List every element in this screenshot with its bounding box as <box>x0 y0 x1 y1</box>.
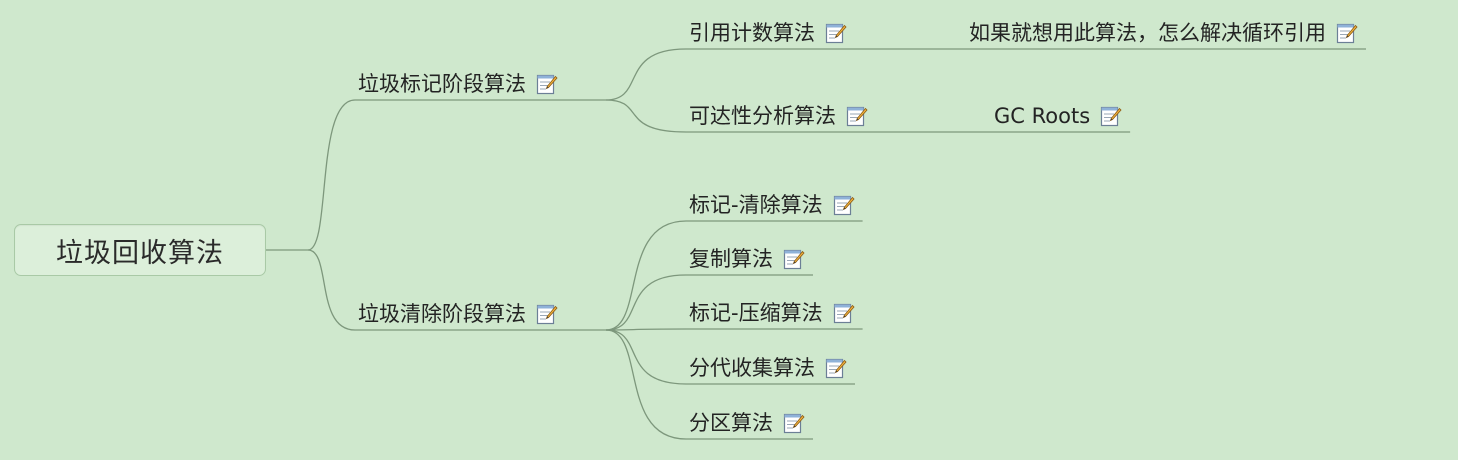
subtopic-reachability-analysis[interactable]: 可达性分析算法 <box>689 101 868 131</box>
note-pencil-icon[interactable] <box>1100 105 1122 127</box>
note-pencil-icon[interactable] <box>1336 22 1358 44</box>
subtopic-gc-roots[interactable]: GC Roots <box>994 101 1122 131</box>
subtopic-label: 可达性分析算法 <box>689 104 836 128</box>
topic-marking-phase[interactable]: 垃圾标记阶段算法 <box>358 69 558 99</box>
root-node-gc-algorithms[interactable]: 垃圾回收算法 <box>14 224 266 276</box>
subtopic-label: 如果就想用此算法，怎么解决循环引用 <box>969 21 1326 45</box>
subtopic-label: 复制算法 <box>689 247 773 271</box>
subtopic-label: 标记-压缩算法 <box>689 301 823 325</box>
subtopic-label: 标记-清除算法 <box>689 193 823 217</box>
root-node-label: 垃圾回收算法 <box>56 237 224 269</box>
connector-sweeping-child-2 <box>605 328 687 331</box>
note-pencil-icon[interactable] <box>825 357 847 379</box>
subtopic-mark-sweep[interactable]: 标记-清除算法 <box>689 190 855 220</box>
subtopic-region[interactable]: 分区算法 <box>689 408 805 438</box>
connector-root-marking <box>307 99 356 251</box>
subtopic-label: 分代收集算法 <box>689 356 815 380</box>
subtopic-label: GC Roots <box>994 104 1091 128</box>
topic-sweeping-phase[interactable]: 垃圾清除阶段算法 <box>358 299 558 329</box>
subtopic-reference-counting[interactable]: 引用计数算法 <box>689 18 847 48</box>
connector-sweeping-child-1 <box>605 274 687 331</box>
connector-sweeping-child-0 <box>605 220 687 331</box>
topic-label: 垃圾标记阶段算法 <box>358 72 526 96</box>
subtopic-mark-compact[interactable]: 标记-压缩算法 <box>689 298 855 328</box>
note-pencil-icon[interactable] <box>825 22 847 44</box>
connector-marking-refcount <box>605 48 687 101</box>
subtopic-generational[interactable]: 分代收集算法 <box>689 353 847 383</box>
connector-sweeping-child-3 <box>605 329 687 385</box>
note-pencil-icon[interactable] <box>783 412 805 434</box>
note-pencil-icon[interactable] <box>783 248 805 270</box>
note-pencil-icon[interactable] <box>846 105 868 127</box>
connector-root-sweeping <box>307 249 356 331</box>
connector-marking-reachability <box>605 99 687 133</box>
connector-sweeping-child-4 <box>605 329 687 440</box>
subtopic-copying[interactable]: 复制算法 <box>689 244 805 274</box>
topic-label: 垃圾清除阶段算法 <box>358 302 526 326</box>
note-pencil-icon[interactable] <box>833 194 855 216</box>
note-pencil-icon[interactable] <box>536 73 558 95</box>
subtopic-circular-reference[interactable]: 如果就想用此算法，怎么解决循环引用 <box>969 18 1358 48</box>
note-pencil-icon[interactable] <box>536 303 558 325</box>
note-pencil-icon[interactable] <box>833 302 855 324</box>
subtopic-label: 引用计数算法 <box>689 21 815 45</box>
subtopic-label: 分区算法 <box>689 411 773 435</box>
